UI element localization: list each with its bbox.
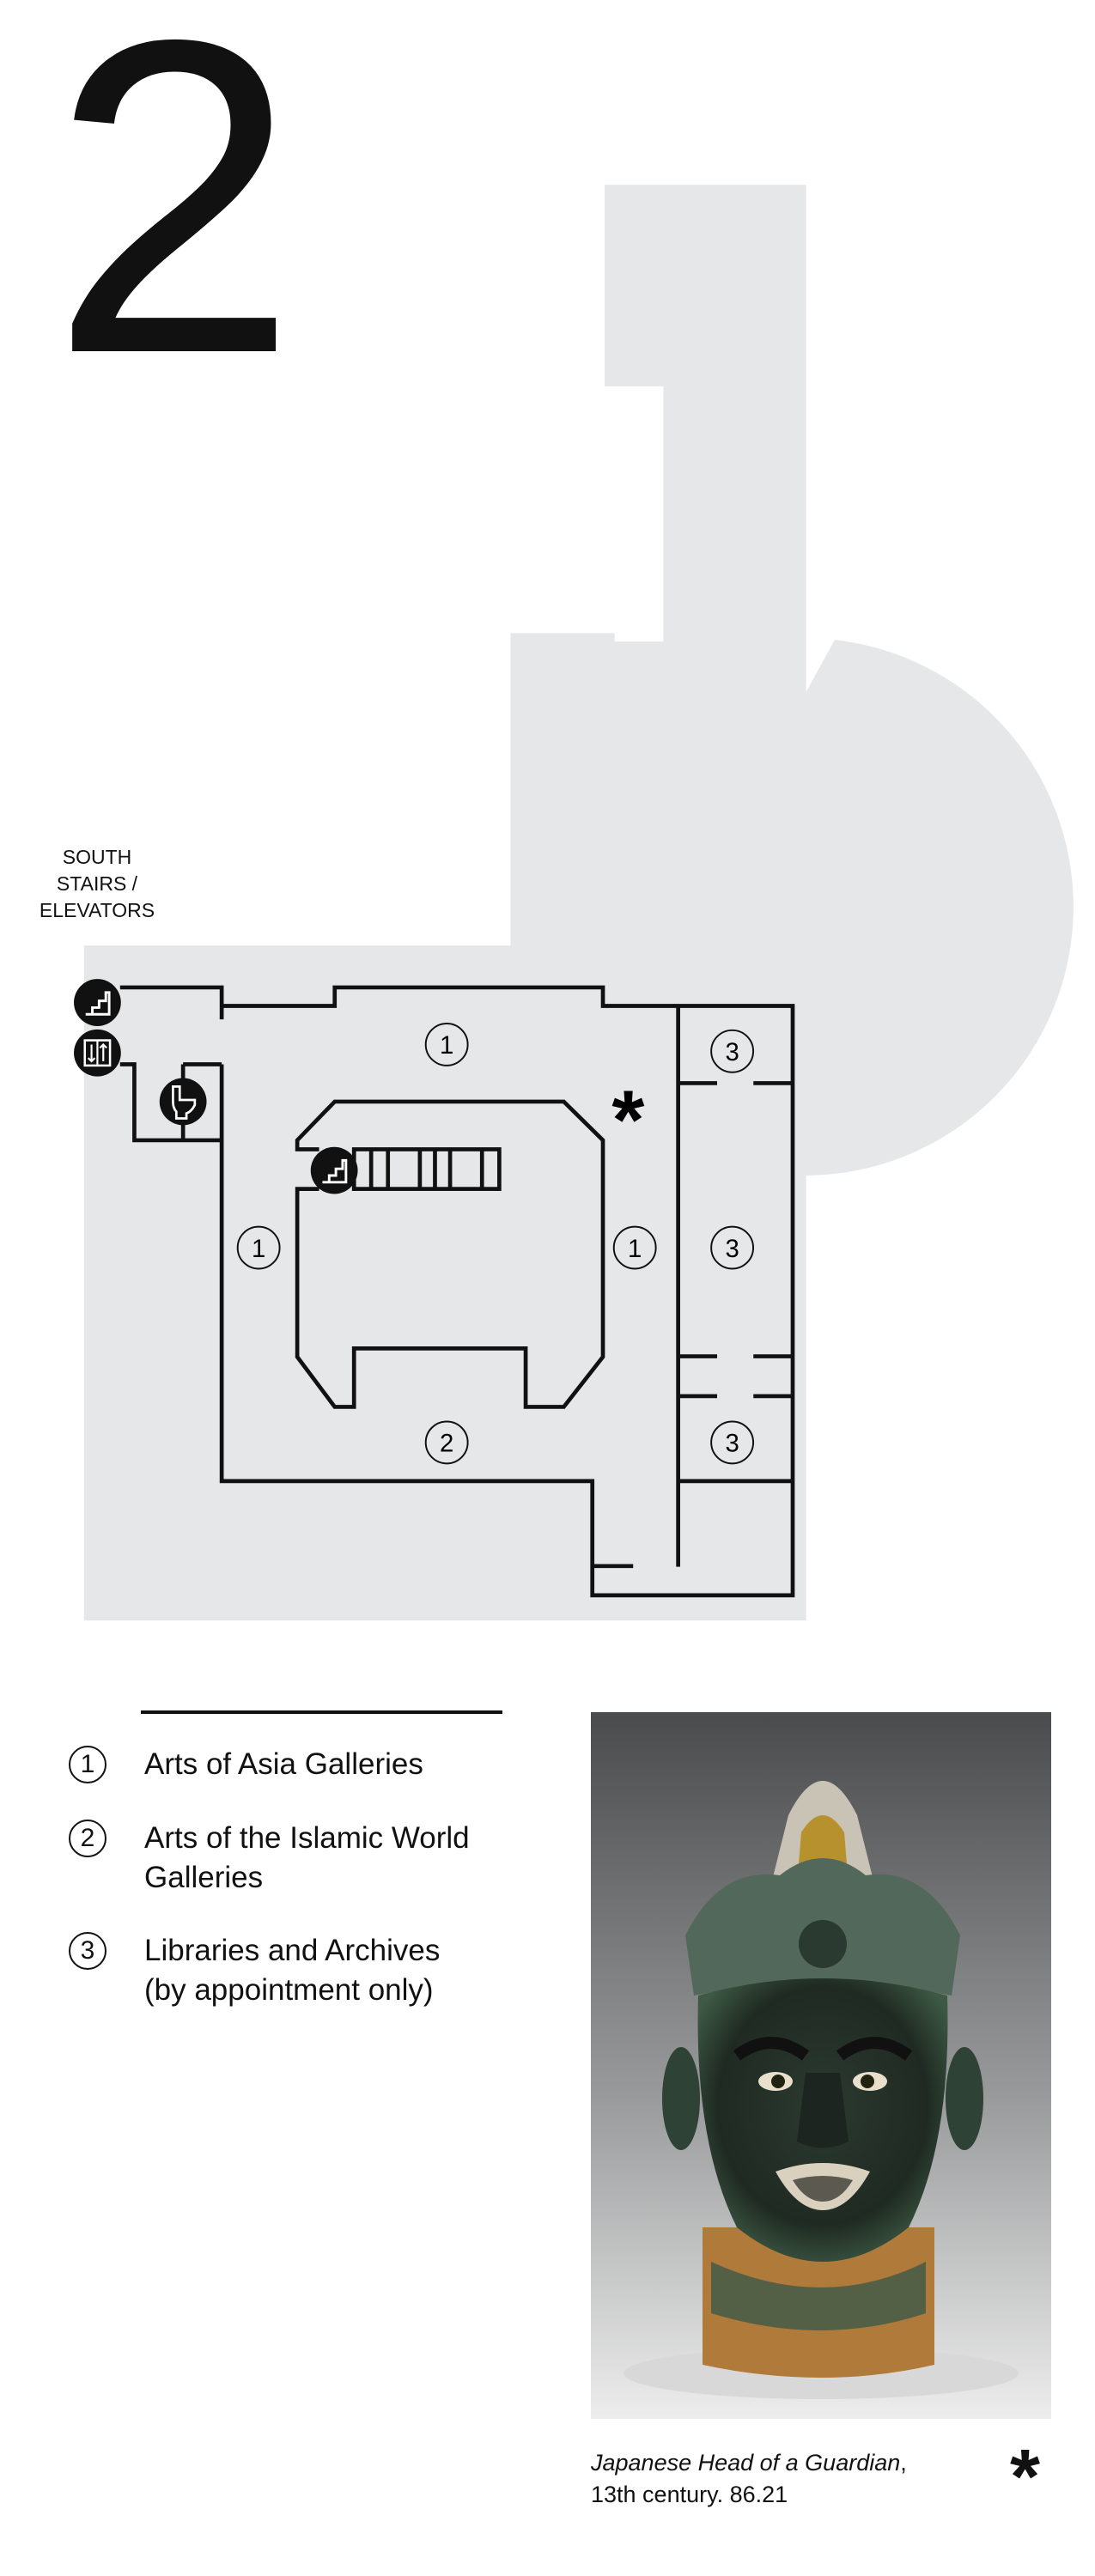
walls (119, 985, 795, 1598)
stairs-icon (74, 979, 121, 1026)
legend-divider (141, 1710, 502, 1714)
guardian-head-photo (591, 1712, 1051, 2419)
legend-text: (by appointment only) (144, 1973, 434, 2007)
svg-text:1: 1 (440, 1031, 453, 1060)
svg-text:1: 1 (628, 1235, 642, 1263)
svg-text:3: 3 (725, 1038, 739, 1066)
legend-text: Galleries (144, 1861, 264, 1894)
gallery-2-marker[interactable]: 2 (424, 1420, 469, 1465)
caption-line-2: 13th century. 86.21 (591, 2482, 788, 2507)
floor-number: 2 (50, 0, 298, 447)
label-line: ELEVATORS (39, 899, 155, 921)
svg-text:1: 1 (252, 1235, 265, 1263)
gallery-markers: 1 1 1 2 3 3 3 (236, 1023, 755, 1465)
caption-line-1: Japanese Head of a Guardian, (591, 2447, 1003, 2479)
elevator-icon (74, 1029, 121, 1077)
legend-item-islamic-world: Arts of the Islamic World Galleries (144, 1819, 522, 1898)
legend-text: Arts of the Islamic World (144, 1821, 470, 1855)
caption-comma: , (900, 2450, 907, 2476)
restroom-icon (159, 1078, 207, 1126)
building-footprint (83, 185, 1074, 1621)
label-line: SOUTH (62, 846, 132, 868)
photo-caption: Japanese Head of a Guardian, 13th centur… (591, 2447, 1003, 2511)
legend-text: Arts of Asia Galleries (144, 1747, 423, 1781)
legend-item-arts-of-asia: Arts of Asia Galleries (144, 1745, 522, 1784)
gallery-1-marker[interactable]: 1 (424, 1023, 469, 1066)
svg-text:2: 2 (440, 1430, 453, 1458)
gallery-3-marker[interactable]: 3 (710, 1225, 755, 1270)
gallery-1-marker[interactable]: 1 (612, 1225, 657, 1270)
south-stairs-elevators-label: SOUTH STAIRS / ELEVATORS (28, 844, 166, 924)
featured-object-marker[interactable]: * (611, 1072, 644, 1167)
artwork-title: Japanese Head of a Guardian (591, 2450, 901, 2476)
svg-text:3: 3 (725, 1235, 739, 1263)
stairs-icon (310, 1146, 358, 1194)
gallery-1-marker[interactable]: 1 (236, 1225, 281, 1270)
gallery-3-marker[interactable]: 3 (710, 1029, 755, 1073)
svg-text:3: 3 (725, 1430, 739, 1458)
featured-object-marker: * (1010, 2434, 1041, 2520)
label-line: STAIRS / (56, 872, 138, 895)
legend-number-2: 2 (69, 1820, 106, 1857)
legend-item-libraries-archives: Libraries and Archives (by appointment o… (144, 1931, 522, 2010)
legend-number-1: 1 (69, 1746, 106, 1783)
legend-text: Libraries and Archives (144, 1934, 441, 1967)
legend-number-3: 3 (69, 1932, 106, 1970)
gallery-3-marker[interactable]: 3 (710, 1420, 755, 1465)
